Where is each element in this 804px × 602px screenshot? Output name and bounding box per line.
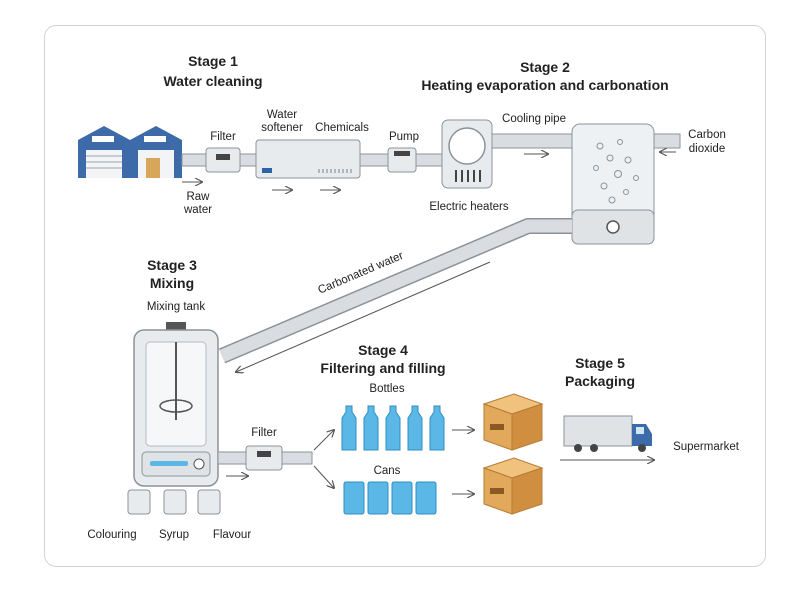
stage-5-title: Packaging [565,373,635,389]
water-softener [255,139,361,179]
cans-label: Cans [374,465,401,477]
raw-water-label-line-1: Raw [186,191,210,203]
to-cans-arrow [313,465,334,488]
stage-1-title: Water cleaning [163,73,262,89]
stage-1-number: Stage 1 [188,53,238,69]
stage-2-number: Stage 2 [520,59,570,75]
flow-arrows-stage-1 [182,182,340,190]
carbon-dioxide-label-line-1: Carbon [688,129,726,141]
carbonated-water-arrow [236,261,491,372]
ingredient-containers [127,489,221,515]
supermarket-label: Supermarket [673,441,740,453]
filter-1 [205,147,241,173]
cans-icon [343,481,437,515]
pump-label: Pump [389,131,419,143]
stage-5-number: Stage 5 [575,355,625,371]
filter-2 [245,445,283,471]
bottles-icon [341,405,445,451]
stage-4-pipe [217,451,313,465]
bottles-label: Bottles [369,383,404,395]
stage-4-title: Filtering and filling [320,360,445,376]
filter-1-label: Filter [210,131,236,143]
electric-heater [441,119,493,189]
truck-icon [563,415,652,452]
syrup-label: Syrup [159,529,189,541]
electric-heaters-label: Electric heaters [429,201,509,213]
cooling-pipe-label: Cooling pipe [502,113,566,125]
chemicals-label: Chemicals [315,122,369,134]
stage-3-title: Mixing [150,275,194,291]
water-softener-label-line-1: Water [267,109,297,121]
filter-2-label: Filter [251,427,277,439]
pump [387,147,417,173]
cooling-pipe [491,133,573,154]
bottle-box-icon [482,393,544,451]
flavour-label: Flavour [213,529,252,541]
mixing-tank [133,322,219,487]
factory-icon [78,126,182,178]
carbon-dioxide-label-line-2: dioxide [689,143,725,155]
colouring-label: Colouring [87,529,136,541]
carbon-dioxide-inlet [653,133,681,149]
carbonated-water-pipe [219,219,572,362]
stage-3-number: Stage 3 [147,257,197,273]
mixing-tank-label: Mixing tank [147,301,205,313]
can-box-icon [482,457,544,515]
to-bottles-arrow [313,430,334,451]
carbonation-tank [571,123,655,245]
raw-water-label-line-2: water [183,204,212,216]
stage-4-number: Stage 4 [358,342,408,358]
stage-2-title: Heating evaporation and carbonation [421,77,668,93]
water-softener-label-line-2: softener [261,122,303,134]
